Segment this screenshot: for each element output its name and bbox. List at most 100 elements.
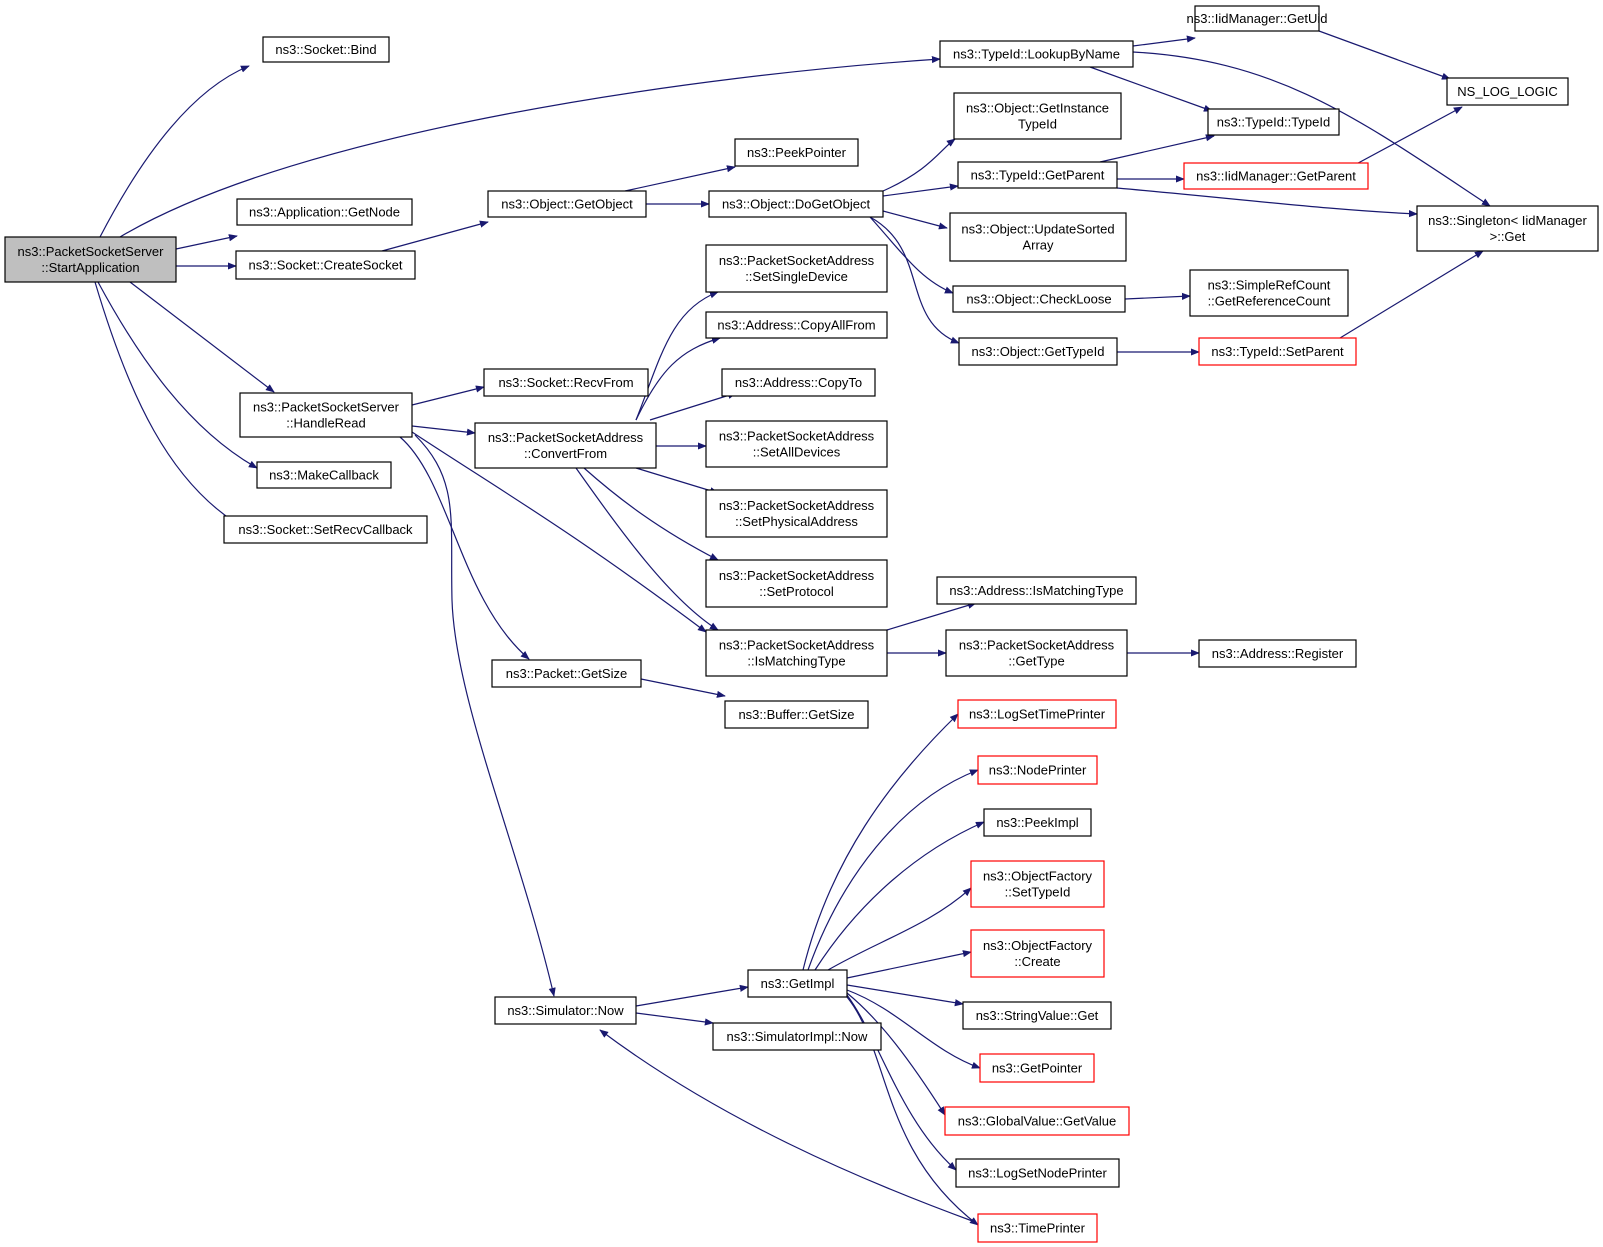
node-buffer-getsize[interactable]: ns3::Buffer::GetSize bbox=[724, 700, 869, 729]
node-box bbox=[705, 629, 888, 677]
node-globalvalue-getvalue[interactable]: ns3::GlobalValue::GetValue bbox=[944, 1106, 1130, 1136]
node-box bbox=[236, 198, 413, 226]
node-obj-gettypeid[interactable]: ns3::Object::GetTypeId bbox=[958, 337, 1118, 366]
node-label: ::SetPhysicalAddress bbox=[735, 514, 858, 529]
node-label: ::StartApplication bbox=[41, 260, 139, 275]
call-edge bbox=[599, 1029, 976, 1223]
function-nodes: ns3::PacketSocketServer::StartApplicatio… bbox=[4, 5, 1599, 1243]
node-box bbox=[970, 860, 1105, 908]
node-label: ns3::PacketSocketServer bbox=[18, 244, 165, 259]
node-label: >::Get bbox=[1490, 229, 1526, 244]
node-label: ns3::PacketSocketAddress bbox=[959, 638, 1115, 653]
node-socket-create[interactable]: ns3::Socket::CreateSocket bbox=[235, 250, 416, 280]
node-pss-handleread[interactable]: ns3::PacketSocketServer::HandleRead bbox=[239, 392, 413, 438]
node-label: ns3::Socket::Bind bbox=[275, 42, 376, 57]
node-getimpl[interactable]: ns3::GetImpl bbox=[747, 969, 848, 998]
node-psa-setprotocol[interactable]: ns3::PacketSocketAddress::SetProtocol bbox=[705, 559, 888, 608]
node-logsettimeprinter[interactable]: ns3::LogSetTimePrinter bbox=[957, 699, 1117, 729]
node-box bbox=[936, 576, 1137, 605]
node-simulator-now[interactable]: ns3::Simulator::Now bbox=[494, 996, 637, 1025]
call-edge bbox=[814, 821, 985, 971]
node-label: ns3::IidManager::GetUid bbox=[1187, 11, 1328, 26]
call-edge bbox=[1132, 51, 1491, 207]
call-edge bbox=[1124, 292, 1191, 300]
node-label: ns3::PacketSocketServer bbox=[253, 400, 400, 415]
node-box bbox=[712, 1022, 882, 1051]
call-edge bbox=[807, 769, 979, 971]
node-label: ns3::ObjectFactory bbox=[983, 938, 1093, 953]
node-obj-getobject[interactable]: ns3::Object::GetObject bbox=[487, 190, 647, 218]
node-box bbox=[705, 420, 888, 468]
node-addr-ismatching[interactable]: ns3::Address::IsMatchingType bbox=[936, 576, 1137, 605]
call-edge bbox=[624, 165, 736, 192]
node-typeid-lookup[interactable]: ns3::TypeId::LookupByName bbox=[939, 40, 1134, 68]
node-iid-getuid[interactable]: ns3::IidManager::GetUid bbox=[1187, 5, 1328, 32]
call-edge bbox=[411, 425, 476, 436]
call-edge bbox=[1116, 187, 1418, 218]
node-ns-log-logic[interactable]: NS_LOG_LOGIC bbox=[1446, 77, 1569, 106]
node-typeid-getparent[interactable]: ns3::TypeId::GetParent bbox=[957, 161, 1118, 189]
node-iid-getparent[interactable]: ns3::IidManager::GetParent bbox=[1183, 162, 1369, 190]
node-addr-register[interactable]: ns3::Address::Register bbox=[1198, 639, 1357, 668]
node-typeid-setparent[interactable]: ns3::TypeId::SetParent bbox=[1198, 337, 1357, 366]
node-addr-copyallfrom[interactable]: ns3::Address::CopyAllFrom bbox=[705, 311, 888, 339]
node-nodeprinter[interactable]: ns3::NodePrinter bbox=[977, 755, 1098, 785]
node-psa-gettype[interactable]: ns3::PacketSocketAddress::GetType bbox=[945, 629, 1128, 677]
node-getpointer[interactable]: ns3::GetPointer bbox=[979, 1053, 1095, 1083]
node-simimpl-now[interactable]: ns3::SimulatorImpl::Now bbox=[712, 1022, 882, 1051]
node-label: ns3::MakeCallback bbox=[269, 468, 379, 483]
node-box bbox=[957, 699, 1117, 729]
node-peekimpl[interactable]: ns3::PeekImpl bbox=[983, 808, 1092, 837]
node-psa-setphysical[interactable]: ns3::PacketSocketAddress::SetPhysicalAdd… bbox=[705, 489, 888, 538]
call-edge bbox=[846, 984, 964, 1007]
node-label: ns3::PeekPointer bbox=[747, 145, 847, 160]
node-label: ns3::TypeId::GetParent bbox=[971, 168, 1105, 183]
node-stringvalue-get[interactable]: ns3::StringValue::Get bbox=[962, 1001, 1112, 1030]
node-timeprinter[interactable]: ns3::TimePrinter bbox=[977, 1213, 1098, 1243]
node-box bbox=[1446, 77, 1569, 106]
call-edge bbox=[640, 678, 726, 698]
node-simplerefcount[interactable]: ns3::SimpleRefCount::GetReferenceCount bbox=[1189, 269, 1349, 317]
node-psa-ismatching[interactable]: ns3::PacketSocketAddress::IsMatchingType bbox=[705, 629, 888, 677]
node-box bbox=[977, 755, 1098, 785]
node-box bbox=[970, 929, 1105, 978]
node-box bbox=[483, 368, 649, 397]
node-objfactory-create[interactable]: ns3::ObjectFactory::Create bbox=[970, 929, 1105, 978]
node-socket-bind[interactable]: ns3::Socket::Bind bbox=[262, 36, 390, 63]
node-typeid-typeid[interactable]: ns3::TypeId::TypeId bbox=[1207, 108, 1340, 136]
call-edge bbox=[1339, 250, 1484, 339]
node-label: ns3::StringValue::Get bbox=[976, 1008, 1099, 1023]
call-edge bbox=[846, 996, 979, 1226]
node-psa-setsingle[interactable]: ns3::PacketSocketAddress::SetSingleDevic… bbox=[705, 244, 888, 293]
node-box bbox=[705, 311, 888, 339]
node-socket-recvfrom[interactable]: ns3::Socket::RecvFrom bbox=[483, 368, 649, 397]
node-obj-dogetobject[interactable]: ns3::Object::DoGetObject bbox=[708, 190, 884, 218]
node-addr-copyto[interactable]: ns3::Address::CopyTo bbox=[721, 368, 876, 397]
node-packet-getsize[interactable]: ns3::Packet::GetSize bbox=[491, 659, 642, 688]
node-socket-setrecv[interactable]: ns3::Socket::SetRecvCallback bbox=[223, 515, 428, 544]
node-root[interactable]: ns3::PacketSocketServer::StartApplicatio… bbox=[4, 236, 177, 283]
node-makecallback[interactable]: ns3::MakeCallback bbox=[256, 461, 392, 489]
node-peekpointer[interactable]: ns3::PeekPointer bbox=[734, 138, 859, 167]
call-edge bbox=[1089, 66, 1213, 112]
node-psa-convertfrom[interactable]: ns3::PacketSocketAddress::ConvertFrom bbox=[474, 422, 657, 469]
node-obj-checkloose[interactable]: ns3::Object::CheckLoose bbox=[952, 285, 1126, 313]
node-label: ns3::IidManager::GetParent bbox=[1196, 169, 1356, 184]
node-label: ns3::TypeId::SetParent bbox=[1211, 344, 1344, 359]
node-label: ns3::NodePrinter bbox=[989, 763, 1087, 778]
node-psa-setall[interactable]: ns3::PacketSocketAddress::SetAllDevices bbox=[705, 420, 888, 468]
node-label: ns3::PacketSocketAddress bbox=[719, 253, 875, 268]
node-logsetnodeprinter[interactable]: ns3::LogSetNodePrinter bbox=[955, 1158, 1120, 1188]
call-edge bbox=[99, 65, 250, 238]
node-label: ns3::TypeId::LookupByName bbox=[953, 47, 1120, 62]
node-label: ns3::PacketSocketAddress bbox=[719, 568, 875, 583]
node-objfactory-settypeid[interactable]: ns3::ObjectFactory::SetTypeId bbox=[970, 860, 1105, 908]
call-edge bbox=[399, 436, 530, 660]
node-app-getnode[interactable]: ns3::Application::GetNode bbox=[236, 198, 413, 226]
node-box bbox=[953, 92, 1122, 140]
call-edge bbox=[1318, 30, 1451, 80]
node-singleton-get[interactable]: ns3::Singleton< IidManager>::Get bbox=[1416, 205, 1599, 252]
call-edge bbox=[846, 950, 972, 979]
